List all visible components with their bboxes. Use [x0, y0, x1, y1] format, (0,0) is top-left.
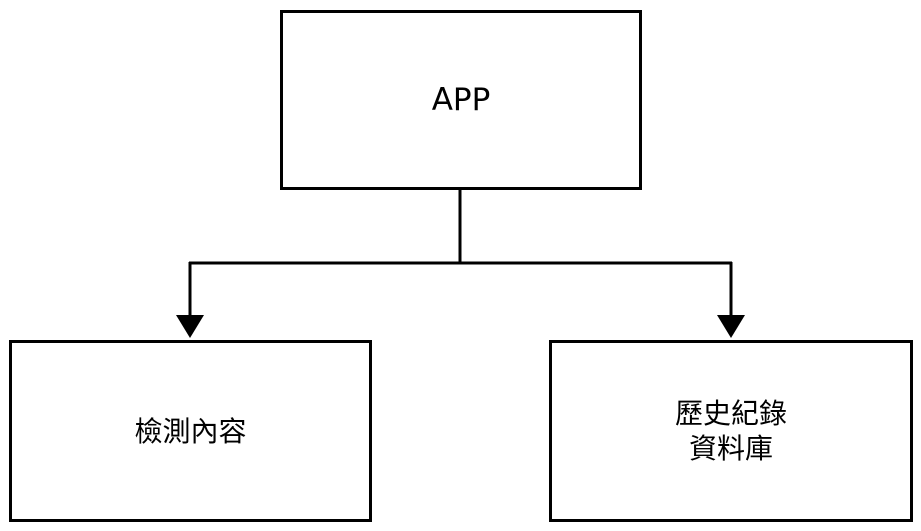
arrowhead-left	[176, 315, 204, 338]
node-app-label: APP	[431, 81, 491, 118]
arrowhead-right	[717, 315, 745, 338]
node-history-database-label: 歷史紀錄 資料庫	[674, 397, 787, 465]
node-detect-content-label: 檢測內容	[134, 414, 247, 448]
node-history-database: 歷史紀錄 資料庫	[549, 340, 913, 522]
node-app: APP	[280, 10, 642, 190]
node-detect-content: 檢測內容	[9, 340, 372, 522]
